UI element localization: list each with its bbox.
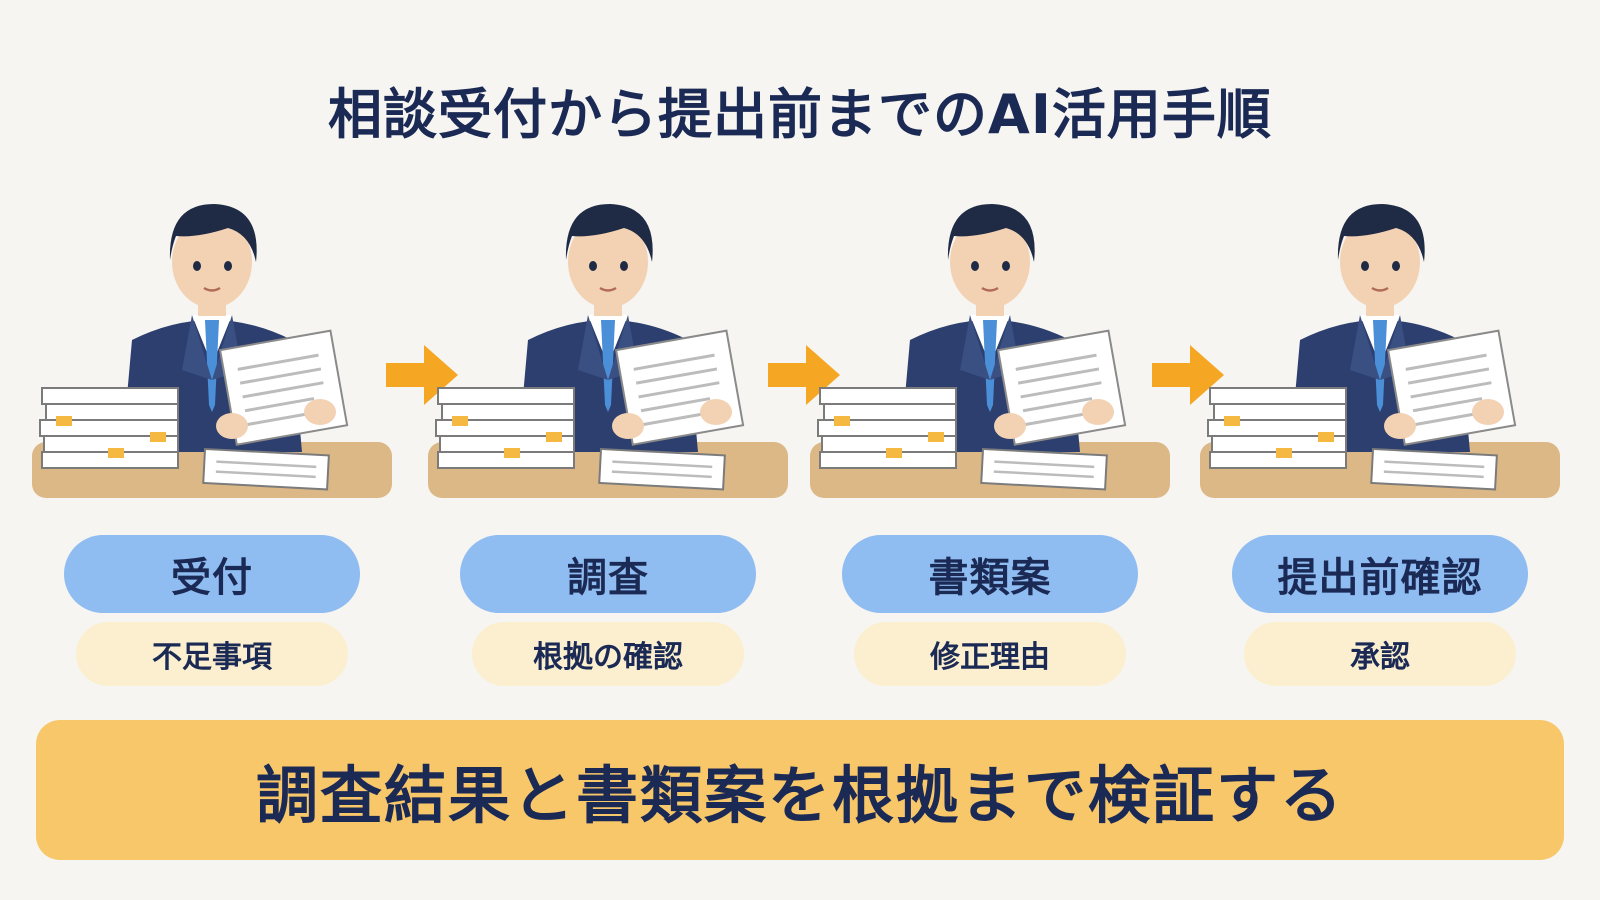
step-4-label: 提出前確認 xyxy=(1232,535,1528,613)
step-2-label: 調査 xyxy=(460,535,756,613)
businessman-reading-document-icon xyxy=(1200,202,1560,500)
summary-banner: 調査結果と書類案を根拠まで検証する xyxy=(36,720,1564,860)
businessman-reading-document-icon xyxy=(810,202,1170,500)
step-2-sublabel: 根拠の確認 xyxy=(472,622,744,686)
step-2: 調査 根拠の確認 xyxy=(428,190,788,690)
step-1: 受付 不足事項 xyxy=(32,190,392,690)
step-3-label: 書類案 xyxy=(842,535,1138,613)
step-1-sublabel: 不足事項 xyxy=(76,622,348,686)
step-4: 提出前確認 承認 xyxy=(1200,190,1560,690)
businessman-reading-document-icon xyxy=(428,202,788,500)
step-3: 書類案 修正理由 xyxy=(810,190,1170,690)
step-1-label: 受付 xyxy=(64,535,360,613)
step-4-sublabel: 承認 xyxy=(1244,622,1516,686)
step-3-sublabel: 修正理由 xyxy=(854,622,1126,686)
page-title: 相談受付から提出前までのAI活用手順 xyxy=(328,83,1272,146)
businessman-reading-document-icon xyxy=(32,202,392,500)
